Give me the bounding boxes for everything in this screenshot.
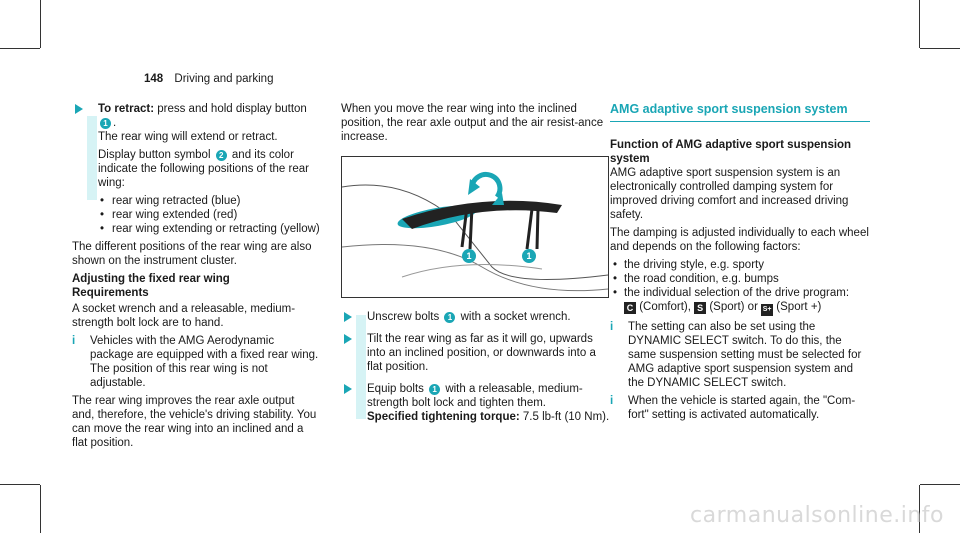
symbol-text-b: and its color indicate the following pos…	[98, 149, 309, 189]
paragraph: The rear wing improves the rear axle out…	[72, 395, 317, 449]
step-text: with a releasable, medium-strength bolt …	[367, 383, 583, 409]
page-number: 148	[144, 73, 164, 85]
callout-badge: 2	[215, 150, 227, 161]
rear-wing-figure: 1 1	[341, 156, 609, 298]
step-text: Tilt the rear wing as far as it will go,…	[367, 333, 596, 373]
info-icon: i	[610, 395, 614, 407]
crop-mark	[0, 484, 40, 485]
step-title: To retract:	[98, 103, 155, 115]
mode-label: (Sport +)	[773, 301, 822, 313]
callout-badge: 1	[444, 312, 456, 323]
list-item-text: the individual selection of the drive pr…	[624, 287, 850, 299]
callout-badge: 1	[522, 249, 536, 263]
heading: Function of AMG adaptive sport suspensio…	[610, 139, 852, 165]
watermark: carmanualsonline.info	[690, 503, 944, 528]
step-unscrew: Unscrew bolts 1 with a socket wrench.	[341, 310, 611, 324]
torque-label: Specified tightening torque:	[367, 411, 520, 423]
symbol-paragraph: Display button symbol 2 and its color in…	[72, 148, 320, 190]
step-equip: Equip bolts 1 with a releasable, medium-…	[341, 382, 611, 424]
mode-label: (Comfort),	[636, 301, 695, 313]
paragraph: AMG adaptive sport suspension system is …	[610, 167, 849, 221]
crop-mark	[0, 48, 40, 49]
paragraph: The different positions of the rear wing…	[72, 241, 312, 267]
paragraph: When you move the rear wing into the inc…	[341, 103, 604, 143]
list-item: the driving style, e.g. sporty	[610, 258, 870, 272]
crop-mark	[920, 48, 960, 49]
step-text: Unscrew bolts	[367, 311, 440, 323]
running-title: Driving and parking	[174, 73, 274, 85]
page-header: 148 Driving and parking	[144, 72, 273, 86]
step-text: Equip bolts	[367, 383, 424, 395]
list-item: rear wing extending or retracting (yello…	[72, 222, 320, 236]
crop-mark	[919, 485, 920, 533]
info-note: i The setting can also be set using the …	[610, 320, 870, 390]
step-arrow-icon	[344, 384, 352, 394]
note-text: The setting can also be set using the DY…	[628, 321, 862, 389]
list-item: rear wing extended (red)	[72, 208, 320, 222]
factor-list: the driving style, e.g. sporty the road …	[610, 258, 870, 316]
callout-badge: 1	[429, 384, 441, 395]
sport-key-icon: S	[694, 302, 707, 314]
note-text: Vehicles with the AMG Aerodynamic packag…	[90, 335, 319, 389]
info-icon: i	[72, 335, 76, 347]
callout-badge: 1	[462, 249, 476, 263]
heading: Adjusting the fixed rear wing	[72, 273, 230, 285]
list-item: rear wing retracted (blue)	[72, 194, 320, 208]
section-title: AMG adaptive sport suspension system	[610, 102, 870, 122]
column-1: To retract: press and hold display butto…	[72, 102, 320, 454]
crop-mark	[40, 0, 41, 48]
torque-value: 7.5 lb-ft (10 Nm).	[519, 411, 610, 423]
column-3: AMG adaptive sport suspension system Fun…	[610, 102, 870, 426]
note-bar	[87, 116, 97, 200]
step-arrow-icon	[344, 334, 352, 344]
info-icon: i	[610, 321, 614, 333]
step-tilt: Tilt the rear wing as far as it will go,…	[341, 332, 611, 374]
paragraph: The damping is adjusted individually to …	[610, 227, 869, 253]
subheading: Requirements	[72, 287, 149, 299]
paragraph: A socket wrench and a releasable, medium…	[72, 303, 296, 329]
step-arrow-icon	[344, 312, 352, 322]
retract-step: To retract: press and hold display butto…	[72, 102, 320, 144]
note-text: When the vehicle is started again, the "…	[628, 395, 856, 421]
step-arrow-icon	[75, 104, 83, 114]
wing-position-list: rear wing retracted (blue) rear wing ext…	[72, 194, 320, 236]
column-2: When you move the rear wing into the inc…	[341, 102, 611, 428]
list-item: the road condition, e.g. bumps	[610, 272, 870, 286]
symbol-text-a: Display button symbol	[98, 149, 211, 161]
note-bar	[356, 315, 366, 419]
info-note: i Vehicles with the AMG Aerodynamic pack…	[72, 334, 320, 390]
rear-wing-illustration	[342, 171, 608, 292]
crop-mark	[40, 485, 41, 533]
callout-badge: 1	[100, 118, 111, 129]
info-note: i When the vehicle is started again, the…	[610, 394, 870, 422]
mode-label: (Sport) or	[706, 301, 762, 313]
comfort-key-icon: C	[624, 302, 636, 314]
sport-plus-key-icon: S+	[761, 304, 774, 316]
list-item: the individual selection of the drive pr…	[610, 286, 870, 316]
crop-mark	[920, 484, 960, 485]
step-text: press and hold display button	[154, 103, 307, 115]
step-result: The rear wing will extend or retract.	[98, 131, 278, 143]
step-text: with a socket wrench.	[460, 311, 571, 323]
crop-mark	[919, 0, 920, 48]
